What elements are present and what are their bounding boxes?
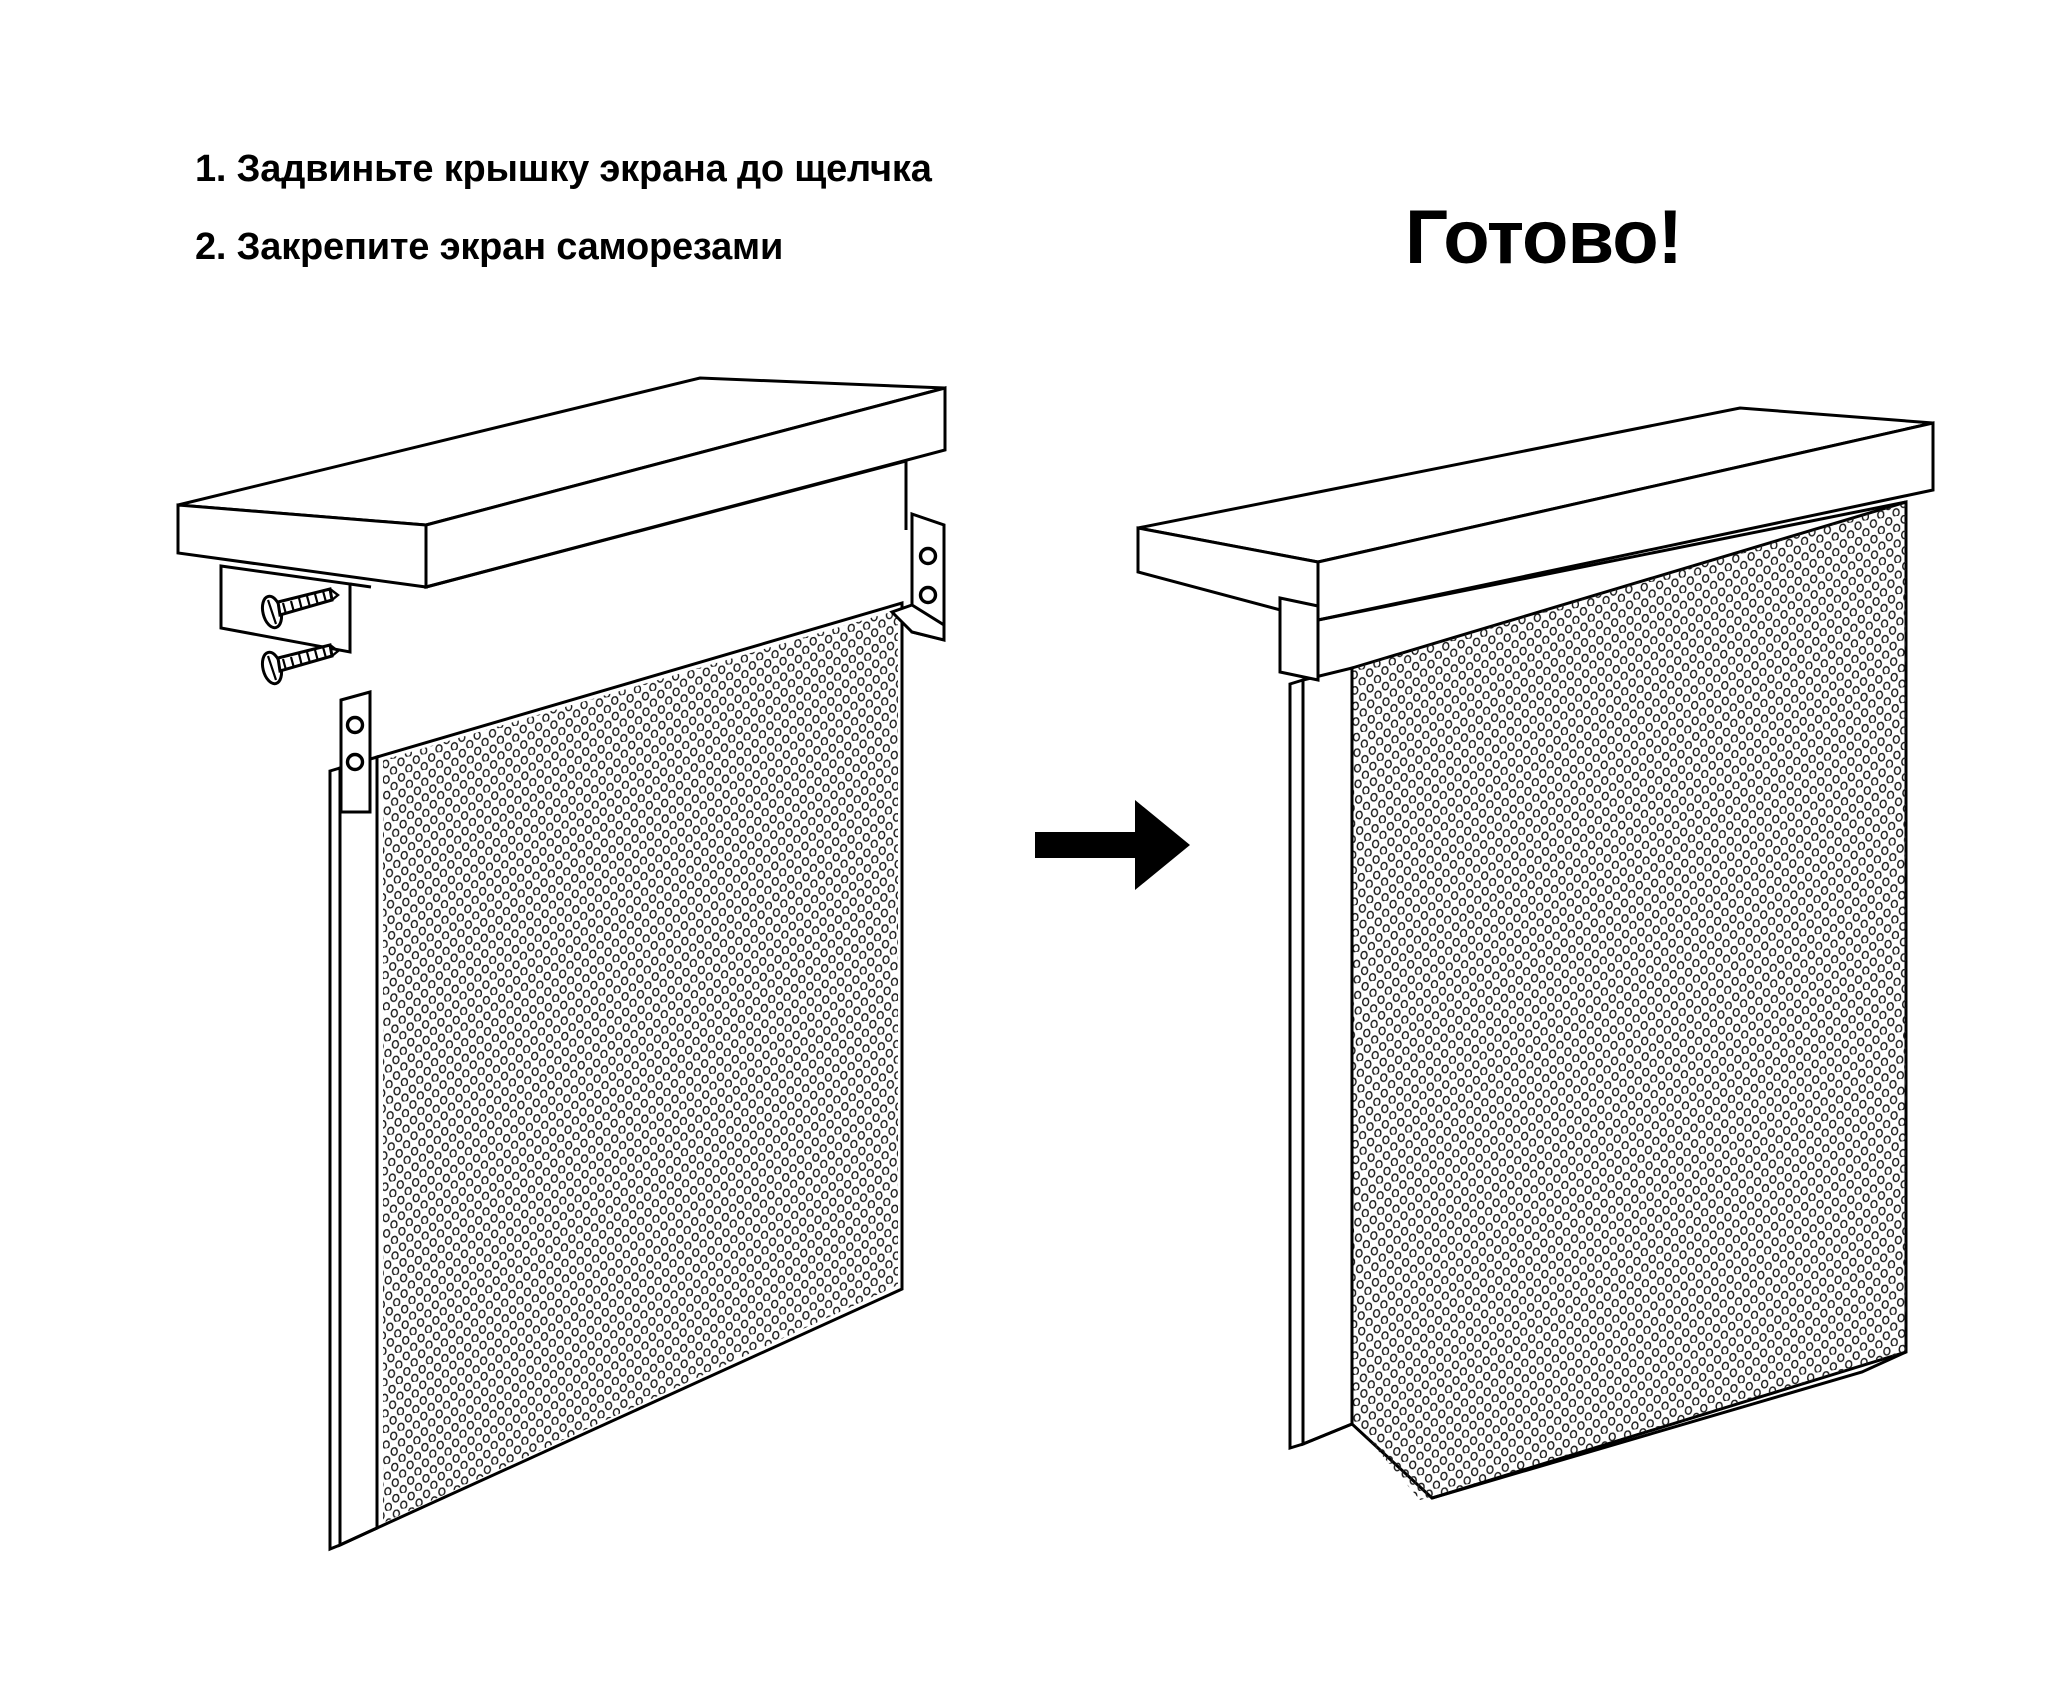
panel-side-thickness (328, 765, 342, 1552)
bracket-left-plate (339, 690, 372, 814)
cover-underside-edge (349, 582, 372, 589)
bracket-right-hole-bottom (918, 585, 938, 605)
done-heading: Готово! (1405, 195, 1683, 280)
panel-side-thickness-assembled (1288, 677, 1305, 1451)
cover-panel-seam (1317, 500, 1907, 622)
top-cover-assembled (1136, 406, 1935, 682)
screw-upper (260, 587, 340, 630)
mounting-bracket-left (339, 690, 372, 814)
perforated-panel-assembled (1288, 499, 1908, 1500)
panel-left-border-assembled (1301, 666, 1354, 1447)
figure-exploded-view (176, 376, 947, 1552)
bracket-left-hole-top (345, 715, 365, 735)
panel-bottom-edge-assembled (1302, 1422, 1353, 1446)
panel-left-border (338, 754, 379, 1548)
top-cover-exploded (176, 376, 947, 654)
screw-lower (260, 643, 340, 686)
figure-assembled-view (1136, 406, 1935, 1500)
screw-upper-tip (329, 588, 340, 601)
panel-perforation-mesh (383, 610, 898, 1523)
bracket-left-hole-bottom (345, 752, 365, 772)
bracket-right-gusset (889, 603, 946, 642)
screw-lower-tip (329, 644, 340, 657)
bracket-right-hole-top (918, 546, 938, 566)
mounting-bracket-right (889, 511, 946, 642)
panel-perforation-mesh-assembled (1352, 502, 1906, 1500)
screw-lower-threads (281, 646, 328, 671)
instruction-steps-list: 1. Задвиньте крышку экрана до щелчка 2. … (195, 150, 1195, 266)
screw-upper-slot (266, 599, 278, 625)
panel-bottom-right-bevel (1431, 1350, 1907, 1500)
cover-lower-long-edge (425, 459, 907, 589)
screw-lower-slot (266, 655, 278, 681)
instruction-step-1: 1. Задвиньте крышку экрана до щелчка (195, 148, 932, 190)
panel-bottom-edge (339, 1526, 378, 1547)
cover-left-flange-assembled (1278, 596, 1320, 682)
cover-right-face (424, 386, 947, 589)
perforated-panel-exploded (328, 600, 904, 1552)
screw-upper-threads (281, 590, 328, 615)
cover-right-face-assembled (1316, 421, 1935, 622)
instruction-step-2: 2. Закрепите экран саморезами (195, 226, 784, 268)
right-arrow-icon (1035, 800, 1190, 890)
arrow-shape (1035, 800, 1190, 890)
